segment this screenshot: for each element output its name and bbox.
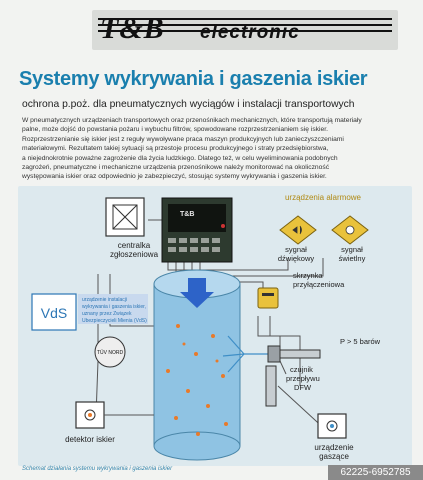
detector-label: detektor iskier (65, 435, 115, 444)
central-label-line1: centralka (118, 241, 151, 250)
alarm-sound-icon (279, 215, 317, 245)
central-unit-icon (105, 197, 145, 237)
intro-paragraph: W pneumatycznych urządzeniach transporto… (22, 116, 408, 182)
tuv-badge-text: TÜV NORD (97, 349, 124, 356)
spark-dots (166, 324, 228, 436)
alarm-devices-label: urządzenia alarmowe (285, 193, 362, 202)
water-spray (222, 335, 268, 373)
page-title: Systemy wykrywania i gaszenia iskier (19, 68, 368, 90)
extinguisher-label-line2: gaszące (319, 452, 349, 461)
light-signal-line1: sygnał (341, 245, 363, 254)
extinguisher-label-line1: urządzenie (314, 443, 354, 452)
junction-label-line2: przyłączeniowa (293, 280, 345, 289)
sound-signal-line1: sygnał (285, 245, 307, 254)
spark-detector-icon (75, 401, 154, 429)
flow-sensor-line2: przepływu (286, 374, 320, 383)
logo-brand: T&B (100, 12, 165, 45)
device-brand-text: T&B (180, 211, 194, 218)
extinguisher-device-icon (317, 413, 347, 439)
paragraph-line: W pneumatycznych urządzeniach transporto… (22, 117, 362, 124)
paragraph-line: materiałowymi. Rezultatem takiej sytuacj… (22, 145, 329, 153)
alarm-light-icon (331, 215, 369, 245)
logo-subtext: electronic (200, 22, 300, 43)
valve-icon (265, 345, 321, 407)
airflow-arrow-icon (180, 278, 214, 308)
sound-signal-line2: dźwiękowy (278, 254, 315, 263)
paragraph-line: palne, może dojść do powstania pożaru i … (22, 126, 328, 134)
vds-text-line: Ubezpieczycieli Mienia (VdS) (82, 318, 147, 324)
page-subtitle: ochrona p.poż. dla pneumatycznych wyciąg… (22, 99, 355, 110)
paragraph-line: Rozprzestrzenianie się iskier jest z reg… (22, 135, 344, 143)
flow-sensor-line1: czujnik (290, 365, 313, 374)
junction-box-icon (257, 287, 279, 309)
system-diagram: centralka zgłoszeniowa T&B urządzenia al… (18, 186, 412, 466)
junction-label-line1: skrzynka (293, 271, 323, 280)
light-signal-line2: świetlny (339, 254, 366, 263)
diagram-caption: Schemat działania systemu wykrywania i g… (22, 466, 173, 472)
paragraph-line: a niejednokrotnie poważne zagrożenie dla… (22, 154, 338, 162)
central-label-line2: zgłoszeniowa (110, 250, 159, 259)
company-logo: T&B electronic (92, 10, 398, 50)
vds-text-line: uznany przez Związek (82, 311, 132, 317)
duct-pipe (153, 269, 241, 461)
vds-text-line: urządzenie instalacji (82, 297, 127, 303)
vds-logo-text: VdS (41, 305, 67, 321)
pressure-label: P > 5 barów (340, 337, 381, 346)
paragraph-line: występowania iskier oraz odpowiednio je … (22, 173, 327, 181)
control-panel-device: T&B (161, 197, 233, 263)
flow-sensor-line3: DFW (294, 383, 312, 392)
vds-text-line: wykrywania i gaszenia iskier, (82, 304, 146, 310)
paragraph-line: zagrożeń, pneumatyczne i mechaniczne urz… (22, 164, 330, 172)
watermark-id: 62225-6952785 (328, 465, 423, 480)
vds-certificate: VdS urządzenie instalacji wykrywania i g… (31, 293, 148, 368)
system-diagram-svg: centralka zgłoszeniowa T&B urządzenia al… (31, 193, 381, 461)
